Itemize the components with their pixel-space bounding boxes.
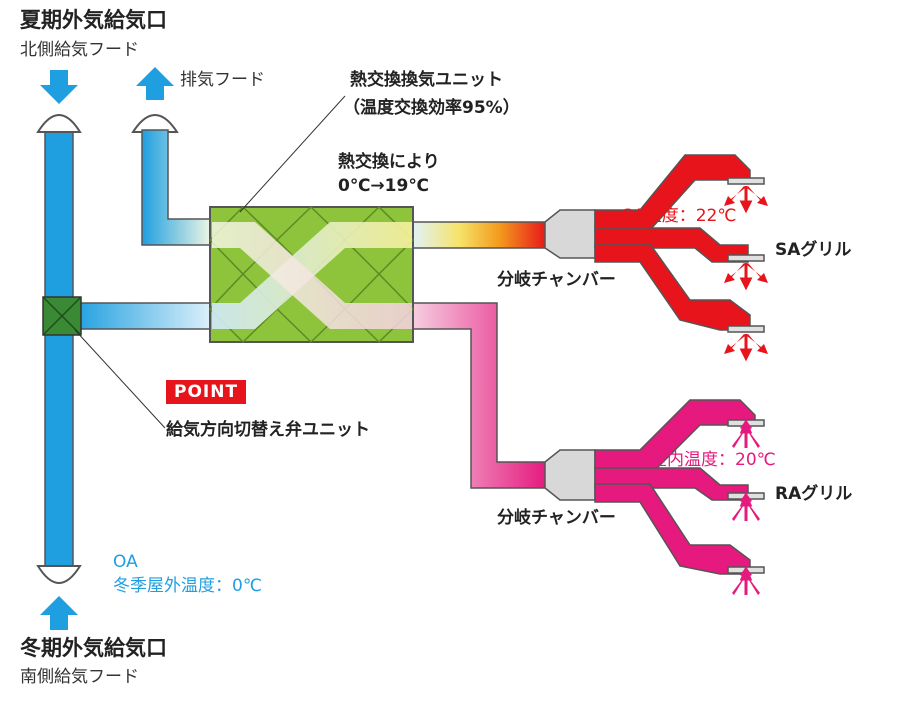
return-duct (411, 302, 548, 489)
sa-grille-label: SAグリル (775, 240, 852, 260)
exhaust-hood-cap (131, 114, 179, 133)
valve-unit-label: 給気方向切替え弁ユニット (166, 420, 370, 440)
exchanger-note-1: 熱交換により (338, 152, 440, 172)
supply-chamber-shape (544, 209, 596, 259)
summer-intake-arrow-icon (40, 70, 78, 104)
sa-grille-1 (727, 177, 765, 185)
return-chamber-shape (544, 449, 596, 501)
oa-label: OA (113, 552, 138, 572)
ra-airflow-arrows-icon (732, 417, 760, 595)
exhaust-arrow-icon (136, 67, 174, 100)
sa-grille-3 (727, 325, 765, 333)
north-hood (36, 114, 82, 133)
sa-temperature: SA温度：22℃ (622, 206, 737, 226)
ra-grille-label: RAグリル (775, 484, 853, 504)
exhaust-hood-label: 排気フード (180, 70, 265, 90)
point-badge: POINT (166, 380, 247, 404)
exchanger-name: 熱交換換気ユニット (350, 70, 503, 90)
south-hood (36, 565, 82, 584)
oa-temperature: 冬季屋外温度：0℃ (113, 576, 262, 596)
return-chamber-label: 分岐チャンバー (497, 508, 616, 528)
valve-leader-line (74, 329, 166, 429)
winter-intake-title: 冬期外気給気口 (20, 636, 167, 660)
exhaust-duct (141, 129, 213, 246)
exchanger-efficiency: （温度交換効率95%） (343, 98, 520, 118)
exchanger-flow-b (212, 222, 412, 329)
supply-duct (411, 221, 548, 249)
winter-intake-subtitle: 南側給気フード (20, 667, 139, 687)
sa-airflow-arrows-icon (724, 186, 768, 362)
summer-intake-title: 夏期外気給気口 (20, 8, 167, 32)
exchanger-note-2: 0℃→19℃ (338, 176, 429, 196)
supply-chamber-label: 分岐チャンバー (497, 270, 616, 290)
exchanger-leader-line (239, 95, 346, 213)
summer-intake-subtitle: 北側給気フード (20, 40, 139, 60)
room-temperature: 室内温度：20℃ (650, 450, 776, 470)
oa-vertical-duct (44, 127, 74, 569)
sa-grille-2 (727, 254, 765, 262)
winter-intake-arrow-icon (40, 596, 78, 630)
oa-horizontal-duct (72, 302, 214, 330)
